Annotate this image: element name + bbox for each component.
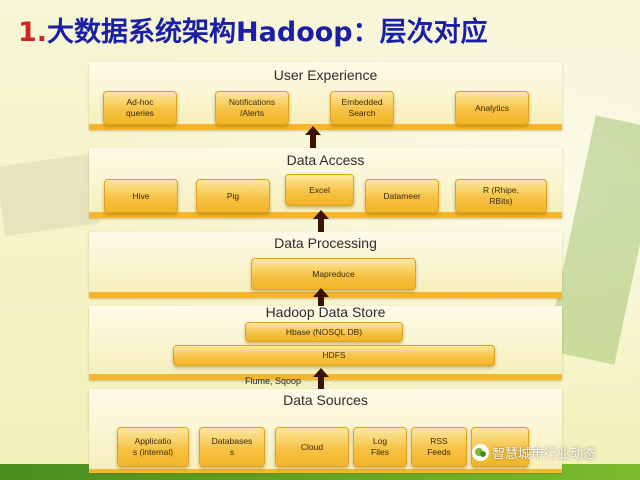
box-label: Embedded Search — [341, 97, 383, 118]
box-label: RSS Feeds — [427, 436, 451, 457]
box-label: Notifications /Alerts — [228, 97, 276, 118]
layer-title-hadoop-data-store: Hadoop Data Store — [265, 304, 386, 320]
box-label: Excel — [309, 184, 330, 195]
box-label: Mapreduce — [312, 268, 355, 279]
architecture-diagram: User Experience Ad-hoc queries Notificat… — [89, 62, 562, 480]
film-strip-decoration-left — [0, 153, 100, 237]
layer-title-data-access: Data Access — [286, 152, 365, 168]
box-label: Hive — [132, 190, 150, 201]
box-label: Pig — [226, 190, 240, 201]
flow-label-flume-sqoop: Flume, Sqoop — [245, 376, 302, 386]
box-label: Cloud — [300, 441, 324, 452]
box-label: Log Files — [371, 436, 389, 457]
layer-title-user-experience: User Experience — [273, 67, 378, 83]
box-mapreduce: Mapreduce — [251, 258, 416, 290]
box-label: HDFS — [322, 350, 346, 360]
box-databases: Databases s — [199, 427, 265, 467]
slide-title-number: 1. — [18, 17, 48, 48]
box-label: R (Rhipe, RBits) — [483, 185, 519, 206]
box-cloud: Cloud — [275, 427, 349, 467]
layer-user-experience: User Experience Ad-hoc queries Notificat… — [89, 62, 562, 130]
box-label: Analytics — [474, 102, 509, 113]
layer-data-processing: Data Processing Mapreduce — [89, 232, 562, 298]
box-label: Databases s — [211, 436, 253, 457]
slide-title: 1.大数据系统架构Hadoop：层次对应 — [18, 10, 488, 49]
box-label: Hbase (NOSQL DB) — [285, 326, 363, 337]
layer-title-data-sources: Data Sources — [283, 392, 368, 408]
box-applications-internal: Applicatio s (internal) — [117, 427, 189, 467]
watermark: 智慧城市行业动态 — [472, 442, 596, 462]
box-rss-feeds: RSS Feeds — [411, 427, 467, 467]
box-excel: Excel — [285, 174, 354, 206]
box-pig: Pig — [196, 179, 270, 213]
box-hdfs: HDFS — [173, 345, 495, 366]
box-hbase-nosql: Hbase (NOSQL DB) — [245, 322, 403, 342]
up-arrow-icon — [305, 126, 321, 148]
box-notifications-alerts: Notifications /Alerts — [215, 91, 289, 125]
layer-hadoop-data-store: Hadoop Data Store Hbase (NOSQL DB) HDFS — [89, 304, 562, 380]
box-analytics: Analytics — [455, 91, 529, 125]
up-arrow-icon — [313, 210, 329, 232]
up-arrow-icon — [313, 288, 329, 310]
box-log-files: Log Files — [353, 427, 407, 467]
box-r-rhipe-rbits: R (Rhipe, RBits) — [455, 179, 547, 213]
wechat-icon — [472, 443, 489, 461]
box-label: Ad-hoc queries — [126, 97, 154, 118]
watermark-text: 智慧城市行业动态 — [492, 446, 597, 462]
up-arrow-icon — [313, 368, 329, 390]
layer-title-data-processing: Data Processing — [274, 235, 377, 251]
slide-title-text: 大数据系统架构Hadoop：层次对应 — [47, 17, 488, 48]
box-label: Datameer — [383, 190, 421, 201]
box-embedded-search: Embedded Search — [330, 91, 394, 125]
box-hive: Hive — [104, 179, 178, 213]
box-ad-hoc-queries: Ad-hoc queries — [103, 91, 177, 125]
box-datameer: Datameer — [365, 179, 439, 213]
layer-data-access: Data Access Hive Pig Excel Datameer R (R… — [89, 148, 562, 218]
box-label: Applicatio s (internal) — [132, 436, 174, 457]
